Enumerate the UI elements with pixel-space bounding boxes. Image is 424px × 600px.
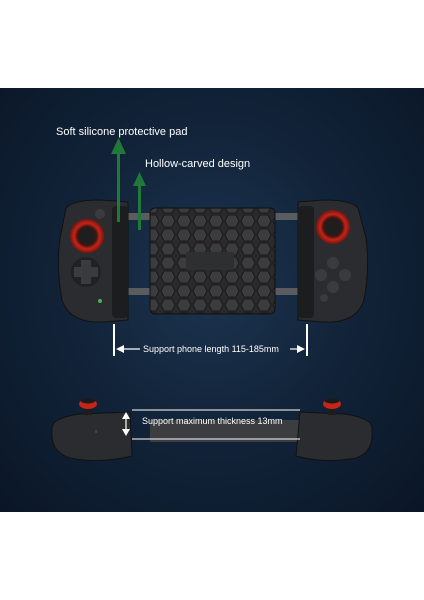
thickness-label: Support maximum thickness 13mm xyxy=(142,416,283,426)
hex-back-plate xyxy=(149,207,276,315)
brand-mark: ≡ xyxy=(95,429,98,434)
controller-illustration: ≡ xyxy=(51,138,373,462)
silicone-pad-label: Soft silicone protective pad xyxy=(56,126,188,138)
hollow-design-label: Hollow-carved design xyxy=(145,158,251,170)
left-grip xyxy=(57,199,129,323)
thickness-dimension xyxy=(122,409,300,440)
side-view-controller: ≡ xyxy=(51,398,373,462)
phone-length-label: Support phone length 115-185mm xyxy=(143,344,279,354)
product-image-panel: ≡ Soft silicone protective pad Hollow-ca… xyxy=(0,88,424,512)
right-grip xyxy=(297,199,369,323)
length-dimension xyxy=(113,324,308,356)
callout-arrows xyxy=(111,138,146,230)
